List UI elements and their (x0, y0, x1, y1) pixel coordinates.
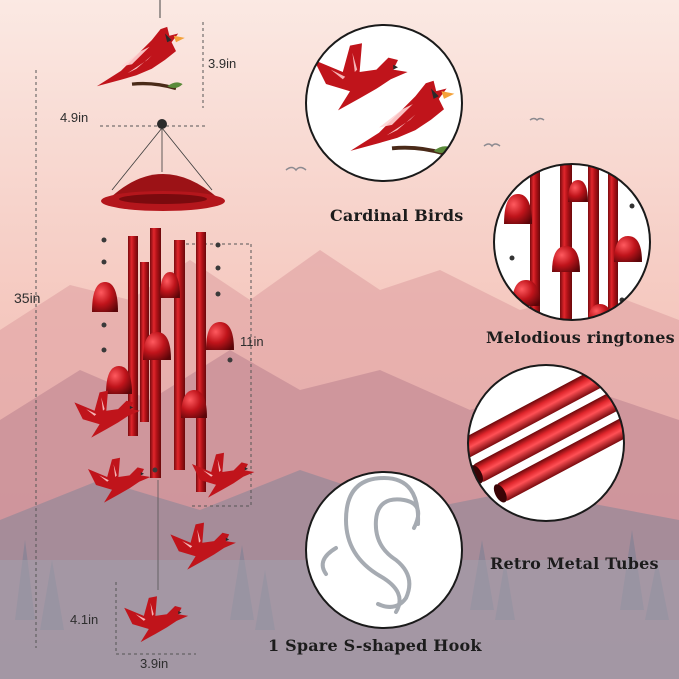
tube-length-label: 11in (240, 334, 264, 349)
top-bird-height-label: 3.9in (208, 56, 237, 71)
bottom-bird-height-label: 4.1in (70, 612, 99, 627)
feature-circle-cardinal-birds (305, 24, 463, 182)
top-bird-width-label: 4.9in (60, 110, 89, 125)
feature-circle-s-hook (305, 471, 463, 629)
caption-retro-metal-tubes: Retro Metal Tubes (490, 554, 659, 573)
bottom-bird-width-label: 3.9in (140, 656, 169, 671)
caption-spare-s-hook: 1 Spare S-shaped Hook (268, 636, 482, 655)
caption-cardinal-birds: Cardinal Birds (330, 206, 464, 225)
caption-melodious-ringtones: Melodious ringtones (486, 328, 675, 347)
distant-birds (285, 117, 545, 172)
total-height-label: 35in (14, 290, 41, 306)
feature-circle-bells (493, 163, 651, 321)
chime-bells (92, 272, 234, 418)
feature-circle-tubes (467, 364, 625, 522)
wind-chime (74, 0, 255, 643)
